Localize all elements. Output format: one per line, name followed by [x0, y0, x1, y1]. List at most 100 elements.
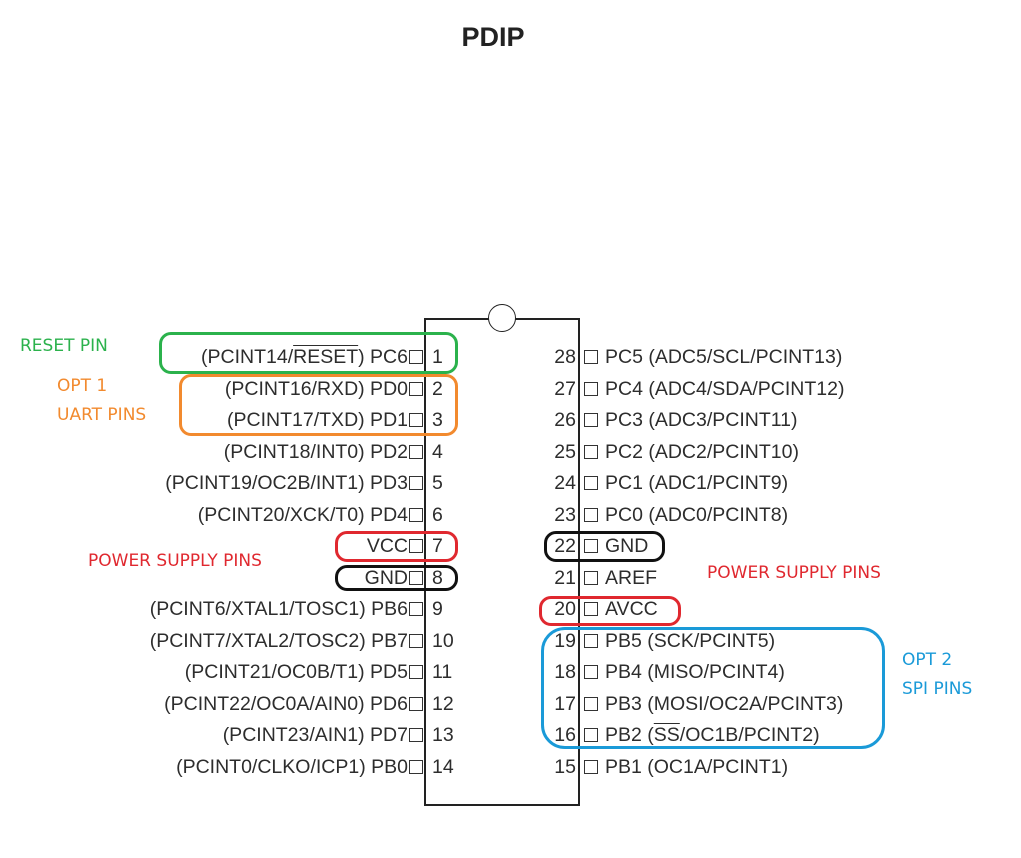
reset-pin-highlight [159, 332, 458, 374]
right-pin-label: AVCC [605, 595, 1005, 623]
pin-lead [584, 570, 598, 585]
avcc-pin-highlight [539, 596, 681, 626]
pin-label-text: PC2 (ADC2/PCINT10) [605, 440, 799, 463]
pin-lead [409, 507, 423, 522]
pin-lead [584, 476, 598, 490]
pin-lead [409, 633, 423, 648]
left-pin-label: (PCINT17/TXD) PD1 [0, 406, 408, 434]
pin-number: 26 [554, 409, 576, 431]
pin-label-text: (PCINT6/XTAL1/TOSC1) PB6 [149, 598, 408, 620]
pin-number: 7 [432, 535, 443, 557]
left-pin-label: (PCINT23/AIN1) PD7 [0, 721, 408, 749]
spi-label-line1: OPT 2 [902, 650, 953, 670]
pin-number: 22 [554, 535, 576, 557]
pin-label-text: (PCINT16/RXD) PD0 [224, 377, 408, 400]
pin-label-text: ) PC6 [358, 346, 408, 368]
pin-number: 11 [432, 661, 453, 683]
right-pin-label: PB4 (MISO/PCINT4) [605, 658, 1005, 686]
pin-label-text: PC0 (ADC0/PCINT8) [605, 503, 789, 526]
left-pin-label: VCC [0, 532, 408, 560]
pin-lead [409, 665, 423, 679]
pin-number: 25 [554, 440, 576, 463]
left-pin-label: (PCINT16/RXD) PD0 [0, 375, 408, 403]
gnd-pin22-highlight [544, 531, 665, 562]
pin-number: 17 [554, 692, 576, 715]
pin-label-text: PB1 (OC1A/PCINT1) [605, 755, 789, 778]
spi-label-line2: SPI PINS [902, 679, 973, 699]
page-title: PDIP [461, 22, 525, 52]
pin-lead [409, 539, 423, 553]
power-supply-label-right: POWER SUPPLY PINS [707, 563, 881, 583]
pin-number: 14 [432, 755, 454, 778]
active-low-overline-text: SS [653, 724, 680, 746]
ic-package-body [424, 304, 580, 806]
pin-lead [584, 696, 598, 711]
left-pin-label: GND [0, 564, 408, 592]
right-pin-label: GND [605, 532, 1005, 560]
pin-label-text: (PCINT20/XCK/T0) PD4 [197, 503, 408, 526]
right-pin-label: AREF [605, 564, 1005, 592]
pin-lead [584, 381, 598, 396]
pin-lead [584, 602, 598, 616]
pin-label-text: PC1 (ADC1/PCINT9) [605, 472, 789, 494]
pin-number: 15 [554, 755, 576, 778]
pin1-notch [488, 304, 516, 332]
pin-lead [584, 728, 598, 742]
pin-lead [409, 476, 423, 490]
pin-lead [409, 696, 423, 711]
pin-lead [409, 350, 423, 364]
right-pin-label: PB5 (SCK/PCINT5) [605, 627, 1005, 655]
pin-lead [409, 381, 423, 396]
active-low-overline-text: RESET [293, 346, 359, 368]
pin-label-text: AVCC [605, 598, 658, 620]
pin-label-text: VCC [366, 535, 408, 557]
pin-label-text: PB2 ( [605, 724, 654, 746]
vcc-pin-highlight [335, 531, 458, 562]
left-pin-label: (PCINT21/OC0B/T1) PD5 [0, 658, 408, 686]
pin-number: 2 [432, 377, 443, 400]
left-pin-label: (PCINT20/XCK/T0) PD4 [0, 501, 408, 529]
pin-label-text: (PCINT17/TXD) PD1 [227, 409, 408, 431]
pin-lead [584, 507, 598, 522]
reset-pin-label: RESET PIN [20, 336, 108, 356]
right-pin-label: PC5 (ADC5/SCL/PCINT13) [605, 343, 1005, 371]
pin-label-text: PB3 (MOSI/OC2A/PCINT3) [605, 692, 844, 715]
left-pin-label: (PCINT6/XTAL1/TOSC1) PB6 [0, 595, 408, 623]
pin-number: 6 [432, 503, 443, 526]
pin-label-text: GND [364, 566, 408, 589]
pin-number: 27 [554, 377, 576, 400]
pin-label-text: GND [605, 535, 649, 557]
pin-number: 21 [554, 566, 576, 589]
pin-label-text: PB5 (SCK/PCINT5) [605, 629, 776, 652]
pin-lead [409, 570, 423, 585]
pin-label-text: (PCINT18/INT0) PD2 [223, 440, 408, 463]
pin-label-text: (PCINT22/OC0A/AIN0) PD6 [164, 692, 408, 715]
pin-label-text: (PCINT0/CLKO/ICP1) PB0 [176, 755, 408, 778]
pin-number: 4 [432, 440, 443, 463]
pin-lead [584, 665, 598, 679]
pin-number: 3 [432, 409, 443, 431]
pin-number: 18 [554, 661, 576, 683]
pin-label-text: (PCINT7/XTAL2/TOSC2) PB7 [149, 629, 408, 652]
uart-label-line2: UART PINS [57, 405, 147, 425]
uart-label-line1: OPT 1 [57, 376, 108, 396]
pin-number: 20 [554, 598, 576, 620]
uart-pins-highlight [179, 374, 458, 436]
pin-number: 1 [432, 346, 443, 368]
right-pin-label: PC4 (ADC4/SDA/PCINT12) [605, 375, 1005, 403]
right-pin-label: PC3 (ADC3/PCINT11) [605, 406, 1005, 434]
spi-pins-highlight [541, 627, 885, 749]
pin-number: 13 [432, 724, 454, 746]
left-pin-label: (PCINT18/INT0) PD2 [0, 438, 408, 466]
pin-number: 24 [554, 472, 576, 494]
pin-lead [409, 759, 423, 774]
pin-number: 28 [554, 346, 576, 368]
pin-label-text: (PCINT21/OC0B/T1) PD5 [184, 661, 408, 683]
pin-label-text: (PCINT23/AIN1) PD7 [222, 724, 408, 746]
left-pin-label: (PCINT0/CLKO/ICP1) PB0 [0, 753, 408, 781]
right-pin-label: PC1 (ADC1/PCINT9) [605, 469, 1005, 497]
right-pin-label: PC0 (ADC0/PCINT8) [605, 501, 1005, 529]
pin-label-text: /OC1B/PCINT2) [679, 724, 820, 746]
pin-number: 23 [554, 503, 576, 526]
left-pin-label: (PCINT14/RESET) PC6 [0, 343, 408, 371]
